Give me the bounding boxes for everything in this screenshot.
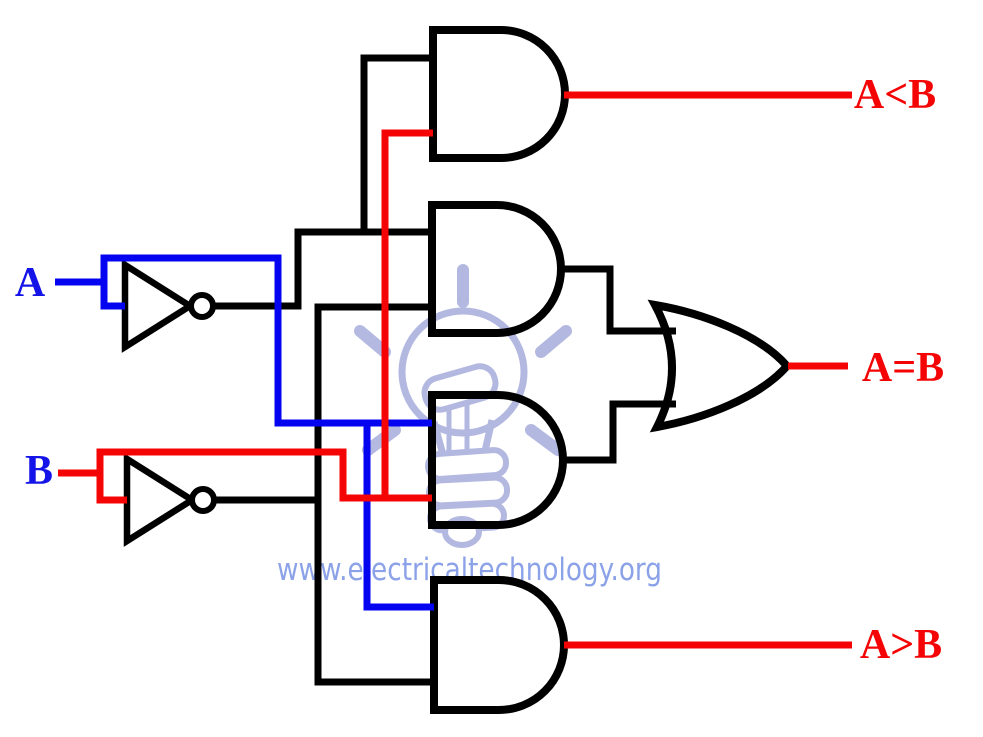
and-gate-greater — [430, 576, 568, 714]
not-gate-a — [121, 259, 197, 353]
output-less-label: A<B — [854, 72, 936, 118]
bulb-ray-upper-right-icon — [535, 325, 572, 358]
wire-and-equal-lower-to-or — [562, 400, 676, 464]
wire-not-a-to-and-less — [360, 54, 433, 232]
or-gate-equal — [647, 299, 793, 433]
and-gate-equal-upper — [428, 201, 565, 337]
red-wires — [58, 91, 852, 649]
bulb-glass-icon — [398, 307, 528, 437]
wire-not-b-to-and-gates — [314, 303, 434, 686]
labels: A B A<B A=B A>B — [15, 72, 944, 668]
bulb-ray-lower-right-icon — [525, 424, 564, 456]
wire-not-a-to-and-equal-upper — [213, 228, 432, 310]
black-wires — [213, 54, 676, 686]
and-gate-less — [429, 26, 569, 162]
wire-a-rail — [100, 254, 432, 427]
input-b-label: B — [25, 448, 53, 494]
not-gate-b — [123, 453, 199, 547]
blue-wires — [55, 254, 434, 611]
not-gate-a-bubble — [188, 292, 216, 320]
wire-a-to-and-greater — [363, 423, 434, 611]
output-equal-label: A=B — [862, 345, 944, 391]
not-gate-b-bubble — [189, 486, 217, 514]
wire-b-to-and-less — [381, 129, 433, 498]
output-greater-label: A>B — [860, 622, 942, 668]
bulb-ray-upper-left-icon — [354, 325, 391, 358]
wire-b-rail — [96, 448, 432, 504]
wire-and-equal-upper-to-or — [561, 265, 676, 335]
input-a-label: A — [15, 260, 46, 306]
